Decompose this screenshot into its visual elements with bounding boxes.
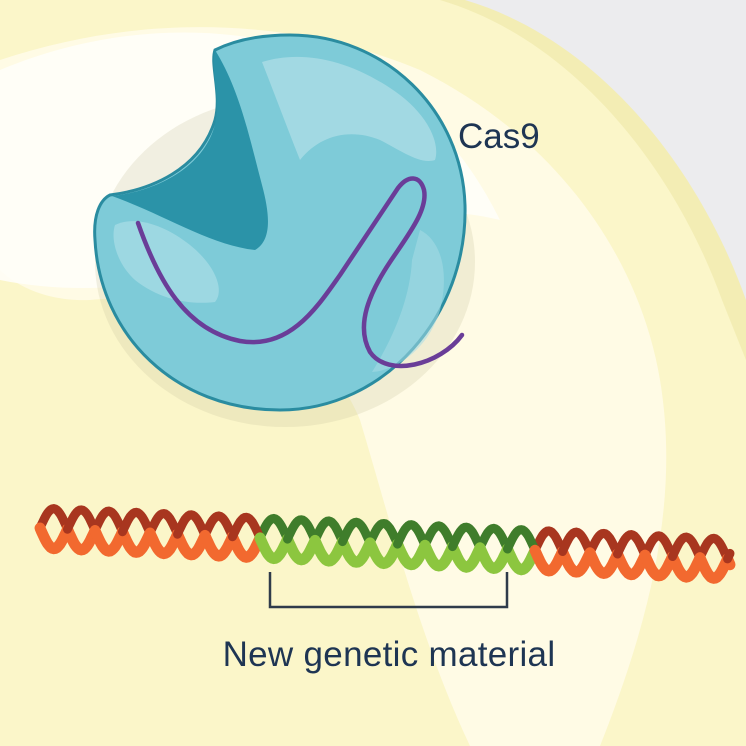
dna-strand-segment bbox=[612, 548, 651, 581]
dna-strand-segment bbox=[639, 549, 678, 582]
dna-strand-segment bbox=[613, 530, 650, 560]
guide-rna-icon bbox=[135, 176, 465, 369]
dna-strand-segment bbox=[228, 512, 265, 543]
dna-strand-segment bbox=[364, 537, 403, 570]
dna-strand-segment bbox=[338, 517, 375, 548]
dna-strand-segment bbox=[530, 526, 567, 556]
dna-strand-segment bbox=[254, 532, 293, 565]
dna-strand-segment bbox=[695, 533, 732, 564]
dna-strand-segment bbox=[584, 547, 623, 580]
dna-strand-segment bbox=[529, 544, 568, 577]
dna-strand-segment bbox=[62, 523, 101, 556]
dna-strand-segment bbox=[89, 525, 128, 557]
dna-strand-segment bbox=[448, 522, 485, 553]
dna-strand-segment bbox=[503, 525, 540, 555]
dna-strand-segment bbox=[90, 506, 127, 537]
dna-strand-segment bbox=[392, 538, 431, 571]
dna-strand-segment bbox=[393, 520, 430, 550]
dna-strand-segment bbox=[172, 528, 211, 561]
dna-strand-segment bbox=[557, 546, 596, 578]
dna-strand-segment bbox=[63, 505, 100, 535]
dna-strand-segment bbox=[419, 539, 458, 572]
dna-strand-segment bbox=[309, 534, 348, 567]
dna-strand-segment bbox=[117, 526, 156, 558]
dna-strand-segment bbox=[723, 548, 735, 564]
dna-strand-segment bbox=[502, 543, 541, 576]
dna-strand-segment bbox=[173, 510, 210, 540]
dna-strand-segment bbox=[282, 533, 321, 566]
dna-strand-segment bbox=[447, 541, 486, 573]
dna-strand-segment bbox=[668, 532, 705, 563]
dna-strand-segment bbox=[118, 507, 155, 538]
dna-strand-segment bbox=[337, 536, 376, 568]
dna-strand-segment bbox=[255, 513, 292, 544]
dna-strand-segment bbox=[145, 509, 182, 539]
new-genetic-material-label: New genetic material bbox=[222, 635, 556, 674]
dna-strand-segment bbox=[558, 527, 595, 558]
dna-strand-segment bbox=[640, 531, 677, 561]
dna-strand-segment bbox=[199, 529, 238, 562]
dna-strand-segment bbox=[585, 528, 622, 559]
dna-strand-segment bbox=[227, 531, 266, 563]
dna-strand-segment bbox=[34, 522, 73, 555]
dna-strand-segment bbox=[35, 503, 72, 534]
dna-strand-segment bbox=[144, 527, 183, 560]
insert-bracket bbox=[268, 572, 509, 609]
dna-double-helix-icon bbox=[34, 503, 736, 584]
dna-strand-segment bbox=[200, 511, 237, 542]
dna-strand-segment bbox=[694, 552, 733, 584]
cas9-protein-icon bbox=[93, 33, 475, 427]
dna-strand-segment bbox=[667, 551, 706, 583]
dna-strand-segment bbox=[475, 523, 512, 554]
dna-strand-segment bbox=[310, 516, 347, 547]
dna-strand-segment bbox=[283, 515, 320, 545]
dna-strand-segment bbox=[474, 542, 513, 574]
cas9-label: Cas9 bbox=[458, 117, 540, 156]
dna-strand-segment bbox=[420, 521, 457, 552]
dna-strand-segment bbox=[365, 518, 402, 549]
